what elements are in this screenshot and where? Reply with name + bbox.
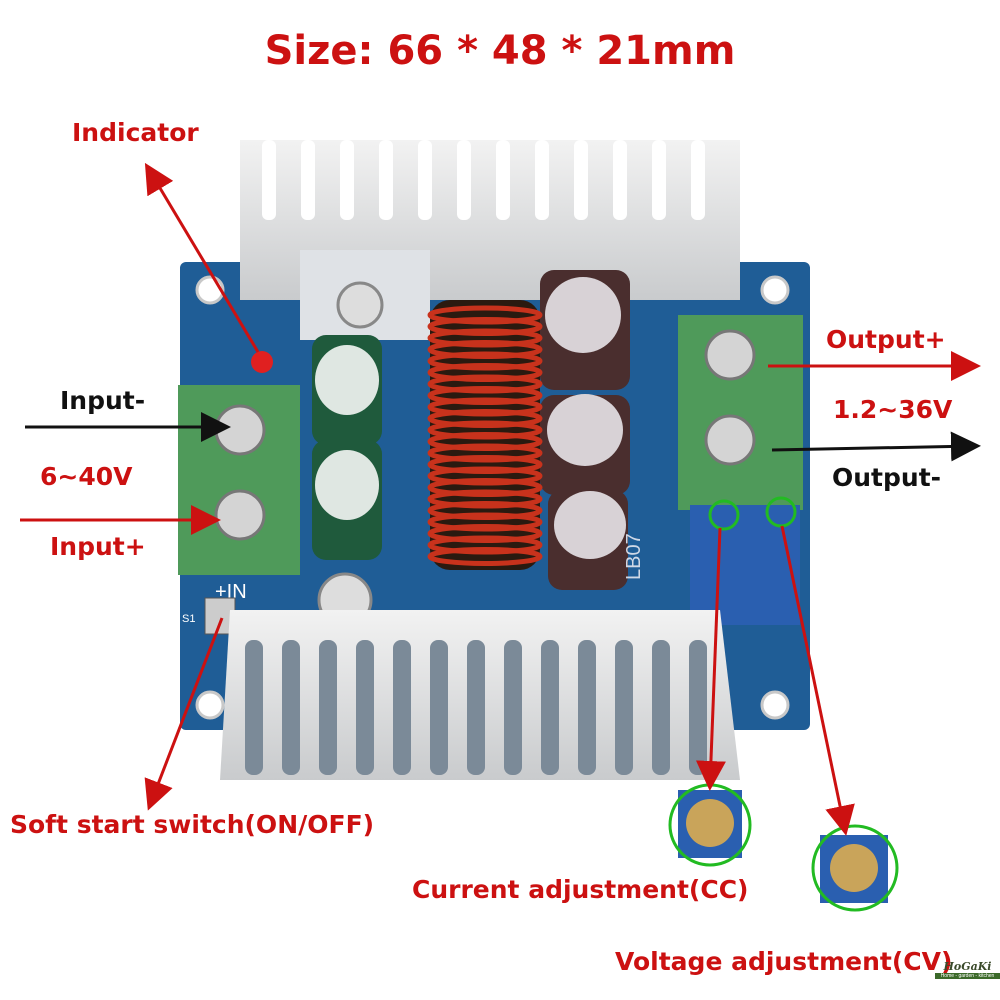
cv-pot-marker [765, 496, 797, 528]
heatsink-fin [541, 640, 559, 775]
heatsink-fin [496, 140, 510, 220]
coil-winding [427, 547, 543, 566]
indicator-arrow [144, 162, 260, 353]
heatsink-fin [301, 140, 315, 220]
heatsink-fin [282, 640, 300, 775]
capacitors [312, 270, 630, 590]
input-terminal-block [178, 385, 300, 575]
soft-start-arrow [144, 617, 224, 811]
heatsink-fin [393, 640, 411, 775]
input-voltage-label: 6~40V [40, 462, 133, 491]
heatsink-fin [691, 140, 705, 220]
indicator-label: Indicator [72, 118, 199, 147]
brand-logo: HoGaKi Home - garden - kitchen [935, 960, 1000, 979]
size-title: Size: 66 * 48 * 21mm [264, 28, 736, 74]
output-plus-label: Output+ [826, 325, 946, 354]
heatsink-fin [319, 640, 337, 775]
current-adjustment-label: Current adjustment(CC) [412, 875, 749, 904]
heatsink-fin [467, 640, 485, 775]
bottom-heatsink [220, 572, 740, 780]
heatsink-fin [535, 140, 549, 220]
logo-name: HoGaKi [943, 960, 992, 973]
heatsink-fin [652, 140, 666, 220]
cc-arrow [695, 527, 726, 791]
output-minus-arrow [771, 431, 981, 462]
inductor [427, 300, 543, 570]
heatsink-fin [652, 640, 670, 775]
heatsink-fin [430, 640, 448, 775]
output-voltage-label: 1.2~36V [833, 395, 953, 424]
heatsink-fin [615, 640, 633, 775]
output-minus-label: Output- [832, 463, 942, 492]
cc-pot-closeup [668, 783, 752, 867]
heatsink-fin [356, 640, 374, 775]
voltage-adjustment-label: Voltage adjustment(CV) [615, 947, 953, 976]
board-marking-s1: S1 [182, 613, 195, 625]
cc-pot-marker [708, 499, 740, 531]
heatsink-fin [574, 140, 588, 220]
indicator-led [251, 351, 273, 373]
heatsink-fin [457, 140, 471, 220]
heatsink-fin [504, 640, 522, 775]
heatsink-fin [340, 140, 354, 220]
potentiometers [690, 505, 800, 625]
heatsink-fin [613, 140, 627, 220]
heatsink-fin [262, 140, 276, 220]
input-minus-label: Input- [60, 386, 146, 415]
input-plus-label: Input+ [50, 532, 146, 561]
heatsink-fin [418, 140, 432, 220]
output-terminal-block [678, 315, 803, 510]
cv-pot-closeup [811, 824, 899, 912]
heatsink-fin [245, 640, 263, 775]
soft-start-label: Soft start switch(ON/OFF) [10, 810, 375, 839]
logo-tagline: Home - garden - kitchen [935, 973, 1000, 979]
board-marking-model: LB07 [623, 533, 645, 580]
top-heatsink [240, 140, 740, 340]
cv-arrow [780, 525, 855, 836]
heatsink-fin [578, 640, 596, 775]
heatsink-fin [379, 140, 393, 220]
heatsink-fin [689, 640, 707, 775]
